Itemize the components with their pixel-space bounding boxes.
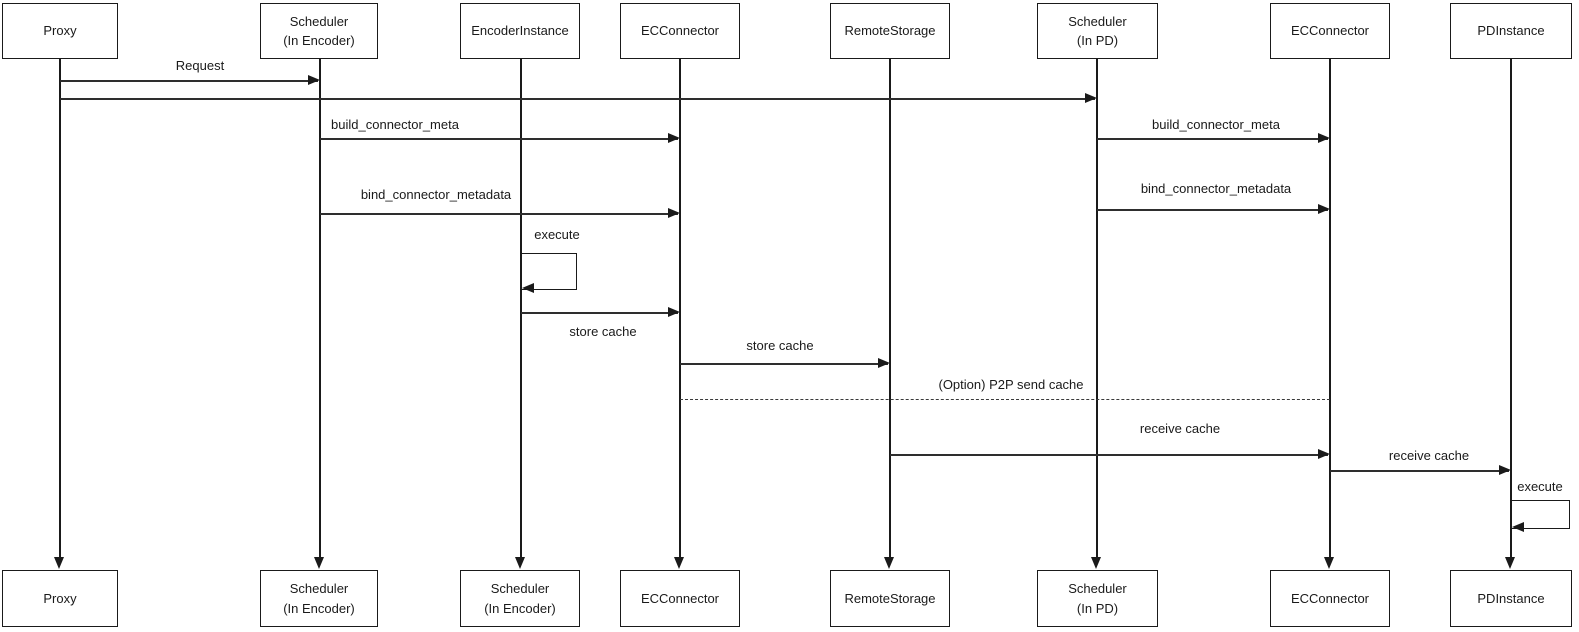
lifeline-ec-connector-pd <box>1329 59 1331 558</box>
message-label-store-cache-remote: store cache <box>746 338 814 353</box>
self-loop-arrowhead-execute-pd <box>1512 522 1524 532</box>
lifeline-scheduler-pd <box>1096 59 1098 558</box>
message-label-bind-metadata-encoder: bind_connector_metadata <box>360 187 512 202</box>
message-label-bind-metadata-pd: bind_connector_metadata <box>1140 181 1292 196</box>
actor-bottom-box-encoder-instance: Scheduler (In Encoder) <box>460 570 580 627</box>
message-arrowhead-bind-metadata-encoder <box>668 208 680 218</box>
actor-bottom-box-ec-connector-pd: ECConnector <box>1270 570 1390 627</box>
message-line-store-cache-remote <box>680 363 888 365</box>
actor-top-box-encoder-instance: EncoderInstance <box>460 3 580 59</box>
lifeline-arrowhead-proxy <box>54 557 64 569</box>
message-line-encoder-store-cache <box>521 312 678 314</box>
lifeline-arrowhead-scheduler-pd <box>1091 557 1101 569</box>
actor-top-box-scheduler-encoder: Scheduler (In Encoder) <box>260 3 378 59</box>
message-arrowhead-request <box>308 75 320 85</box>
lifeline-scheduler-encoder <box>319 59 321 558</box>
actor-bottom-box-ec-connector-encoder: ECConnector <box>620 570 740 627</box>
message-line-build-meta-pd <box>1097 138 1328 140</box>
message-arrowhead-encoder-store-cache <box>668 307 680 317</box>
actor-bottom-box-proxy: Proxy <box>2 570 118 627</box>
message-line-receive-cache-remote <box>890 454 1328 456</box>
message-arrowhead-proxy-to-pd <box>1085 93 1097 103</box>
message-arrowhead-build-meta-encoder <box>668 133 680 143</box>
message-line-build-meta-encoder <box>320 138 678 140</box>
self-loop-label-execute-pd: execute <box>1517 479 1563 494</box>
lifeline-pd-instance <box>1510 59 1512 558</box>
message-arrowhead-build-meta-pd <box>1318 133 1330 143</box>
message-line-request <box>60 80 318 82</box>
self-loop-execute-encoder <box>521 253 577 290</box>
actor-bottom-box-pd-instance: PDInstance <box>1450 570 1572 627</box>
message-line-receive-cache-pd <box>1330 470 1509 472</box>
message-line-bind-metadata-encoder <box>320 213 678 215</box>
lifeline-arrowhead-ec-connector-pd <box>1324 557 1334 569</box>
actor-top-box-remote-storage: RemoteStorage <box>830 3 950 59</box>
message-arrowhead-receive-cache-pd <box>1499 465 1511 475</box>
message-line-bind-metadata-pd <box>1097 209 1328 211</box>
actor-top-box-proxy: Proxy <box>2 3 118 59</box>
message-label-p2p-send-cache: (Option) P2P send cache <box>938 377 1084 392</box>
self-loop-arrowhead-execute-encoder <box>522 283 534 293</box>
lifeline-encoder-instance <box>520 59 522 558</box>
actor-top-box-scheduler-pd: Scheduler (In PD) <box>1037 3 1158 59</box>
message-label-build-meta-encoder: build_connector_meta <box>331 117 459 132</box>
message-label-receive-cache-remote: receive cache <box>1139 421 1221 436</box>
message-label-build-meta-pd: build_connector_meta <box>1152 117 1280 132</box>
lifeline-arrowhead-encoder-instance <box>515 557 525 569</box>
message-line-p2p-send-cache <box>680 399 1330 400</box>
lifeline-arrowhead-remote-storage <box>884 557 894 569</box>
message-arrowhead-store-cache-remote <box>878 358 890 368</box>
message-arrowhead-bind-metadata-pd <box>1318 204 1330 214</box>
lifeline-proxy <box>59 59 61 558</box>
actor-bottom-box-scheduler-encoder: Scheduler (In Encoder) <box>260 570 378 627</box>
self-loop-label-execute-encoder: execute <box>534 227 580 242</box>
self-loop-execute-pd <box>1511 500 1570 529</box>
lifeline-arrowhead-scheduler-encoder <box>314 557 324 569</box>
lifeline-remote-storage <box>889 59 891 558</box>
message-arrowhead-receive-cache-remote <box>1318 449 1330 459</box>
lifeline-arrowhead-ec-connector-encoder <box>674 557 684 569</box>
message-label-receive-cache-pd: receive cache <box>1388 448 1470 463</box>
actor-bottom-box-scheduler-pd: Scheduler (In PD) <box>1037 570 1158 627</box>
actor-bottom-box-remote-storage: RemoteStorage <box>830 570 950 627</box>
lifeline-arrowhead-pd-instance <box>1505 557 1515 569</box>
actor-top-box-ec-connector-pd: ECConnector <box>1270 3 1390 59</box>
actor-top-box-pd-instance: PDInstance <box>1450 3 1572 59</box>
message-line-proxy-to-pd <box>60 98 1095 100</box>
message-label-encoder-store-cache: store cache <box>569 324 637 339</box>
message-label-request: Request <box>175 58 225 73</box>
actor-top-box-ec-connector-encoder: ECConnector <box>620 3 740 59</box>
